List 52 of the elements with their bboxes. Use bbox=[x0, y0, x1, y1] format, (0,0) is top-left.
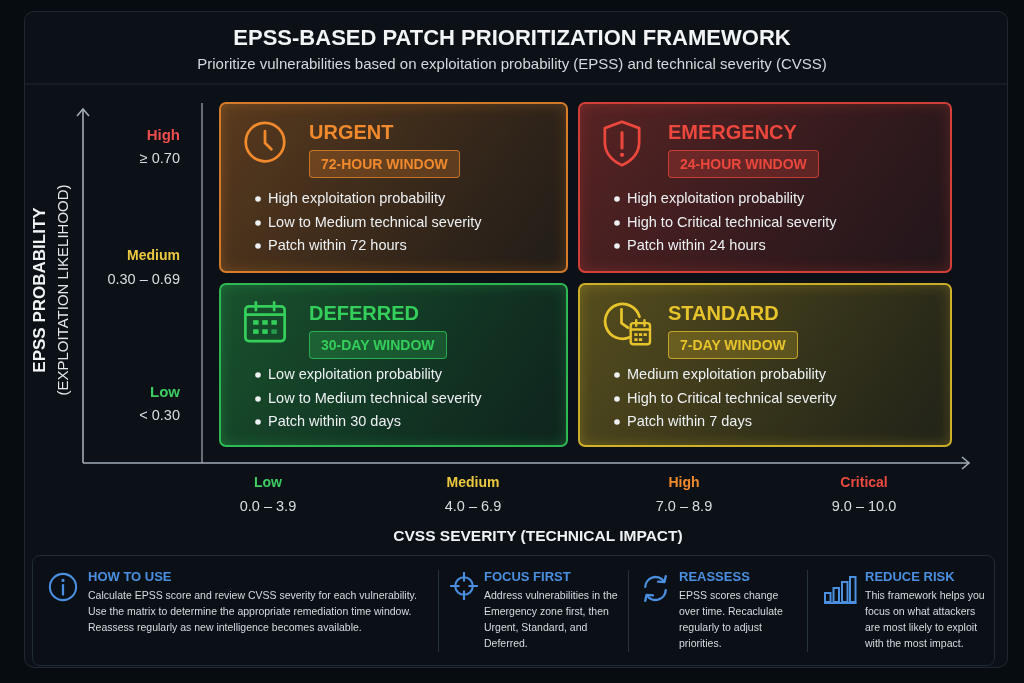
quadrant-title: URGENT bbox=[309, 121, 394, 144]
bullet-item: Low exploitation probability bbox=[268, 366, 443, 382]
tip-heading: REASSESS bbox=[679, 569, 750, 584]
time-window-tag: 72-HOUR WINDOW bbox=[309, 150, 460, 178]
bullet-item: Patch within 24 hours bbox=[627, 237, 766, 253]
bullet-item: High exploitation probability bbox=[268, 190, 446, 206]
axis-level: Low bbox=[254, 474, 282, 490]
axis-level: Medium bbox=[446, 474, 500, 490]
diagram-title: EPSS-BASED PATCH PRIORITIZATION FRAMEWORK bbox=[233, 25, 791, 51]
axis-title: CVSS SEVERITY (TECHNICAL IMPACT) bbox=[393, 527, 683, 545]
tip-heading: REDUCE RISK bbox=[865, 569, 955, 584]
axis-level: High bbox=[146, 126, 180, 143]
bullet-item: High to Critical technical severity bbox=[627, 213, 837, 230]
bullet-item: High exploitation probability bbox=[627, 190, 805, 206]
bullet-item: Low to Medium technical severity bbox=[268, 389, 482, 406]
quadrant-card bbox=[578, 102, 952, 273]
bullet-item: Patch within 72 hours bbox=[268, 237, 407, 253]
quadrant-title: STANDARD bbox=[668, 302, 779, 325]
quadrant-card bbox=[219, 102, 568, 273]
tip-text: This framework helps you focus on what attackers are most likely to exploit with the most impact. bbox=[865, 588, 986, 651]
quadrant-card bbox=[578, 283, 952, 447]
bullet-item: Patch within 30 days bbox=[268, 413, 401, 429]
axis-level: Medium bbox=[127, 247, 180, 263]
quadrant-card bbox=[219, 283, 568, 447]
info-panel bbox=[32, 555, 995, 666]
bullet-item: High to Critical technical severity bbox=[627, 389, 837, 406]
axis-range: 7.0 – 8.9 bbox=[655, 498, 713, 514]
time-window-tag: 24-HOUR WINDOW bbox=[668, 150, 819, 178]
axis-range: 0.30 – 0.69 bbox=[107, 271, 180, 287]
axis-title: EPSS PROBABILITY bbox=[30, 207, 50, 373]
bullet-item: Low to Medium technical severity bbox=[268, 213, 482, 230]
quadrant-title: DEFERRED bbox=[309, 302, 419, 325]
axis-level: High bbox=[668, 474, 700, 490]
tip-heading: HOW TO USE bbox=[88, 569, 172, 584]
subtitle: Prioritize vulnerabilities based on exploitation probability (EPSS) and technical severity (CVSS) bbox=[197, 55, 827, 72]
tip-text: Calculate EPSS score and review CVSS severity for each vulnerability. Use the matrix to determine the appropriate remediation time window. Reassess regularly as new intelligence becomes available. bbox=[88, 588, 418, 635]
bullet-item: Patch within 7 days bbox=[627, 413, 752, 429]
time-window-tag: 7-DAY WINDOW bbox=[668, 331, 798, 359]
tip-heading: FOCUS FIRST bbox=[484, 569, 571, 584]
axis-range: 0.0 – 3.9 bbox=[239, 498, 297, 514]
quadrant-title: EMERGENCY bbox=[668, 121, 797, 144]
axis-range: 4.0 – 6.9 bbox=[444, 498, 502, 514]
axis-range: ≥ 0.70 bbox=[139, 150, 180, 166]
time-window-tag: 30-DAY WINDOW bbox=[309, 331, 447, 359]
axis-level: Critical bbox=[840, 474, 888, 490]
axis-level: Low bbox=[150, 383, 180, 400]
bullet-item: Medium exploitation probability bbox=[627, 366, 827, 382]
axis-range: < 0.30 bbox=[139, 407, 180, 423]
axis-range: 9.0 – 10.0 bbox=[831, 498, 897, 514]
axis-subtitle: (EXPLOITATION LIKELIHOOD) bbox=[54, 184, 72, 396]
tip-text: Address vulnerabilities in the Emergency zone first, then Urgent, Standard, and Deferred. bbox=[484, 588, 619, 651]
tip-text: EPSS scores change over time. Recaclulate regularly to adjust priorities. bbox=[679, 588, 784, 651]
